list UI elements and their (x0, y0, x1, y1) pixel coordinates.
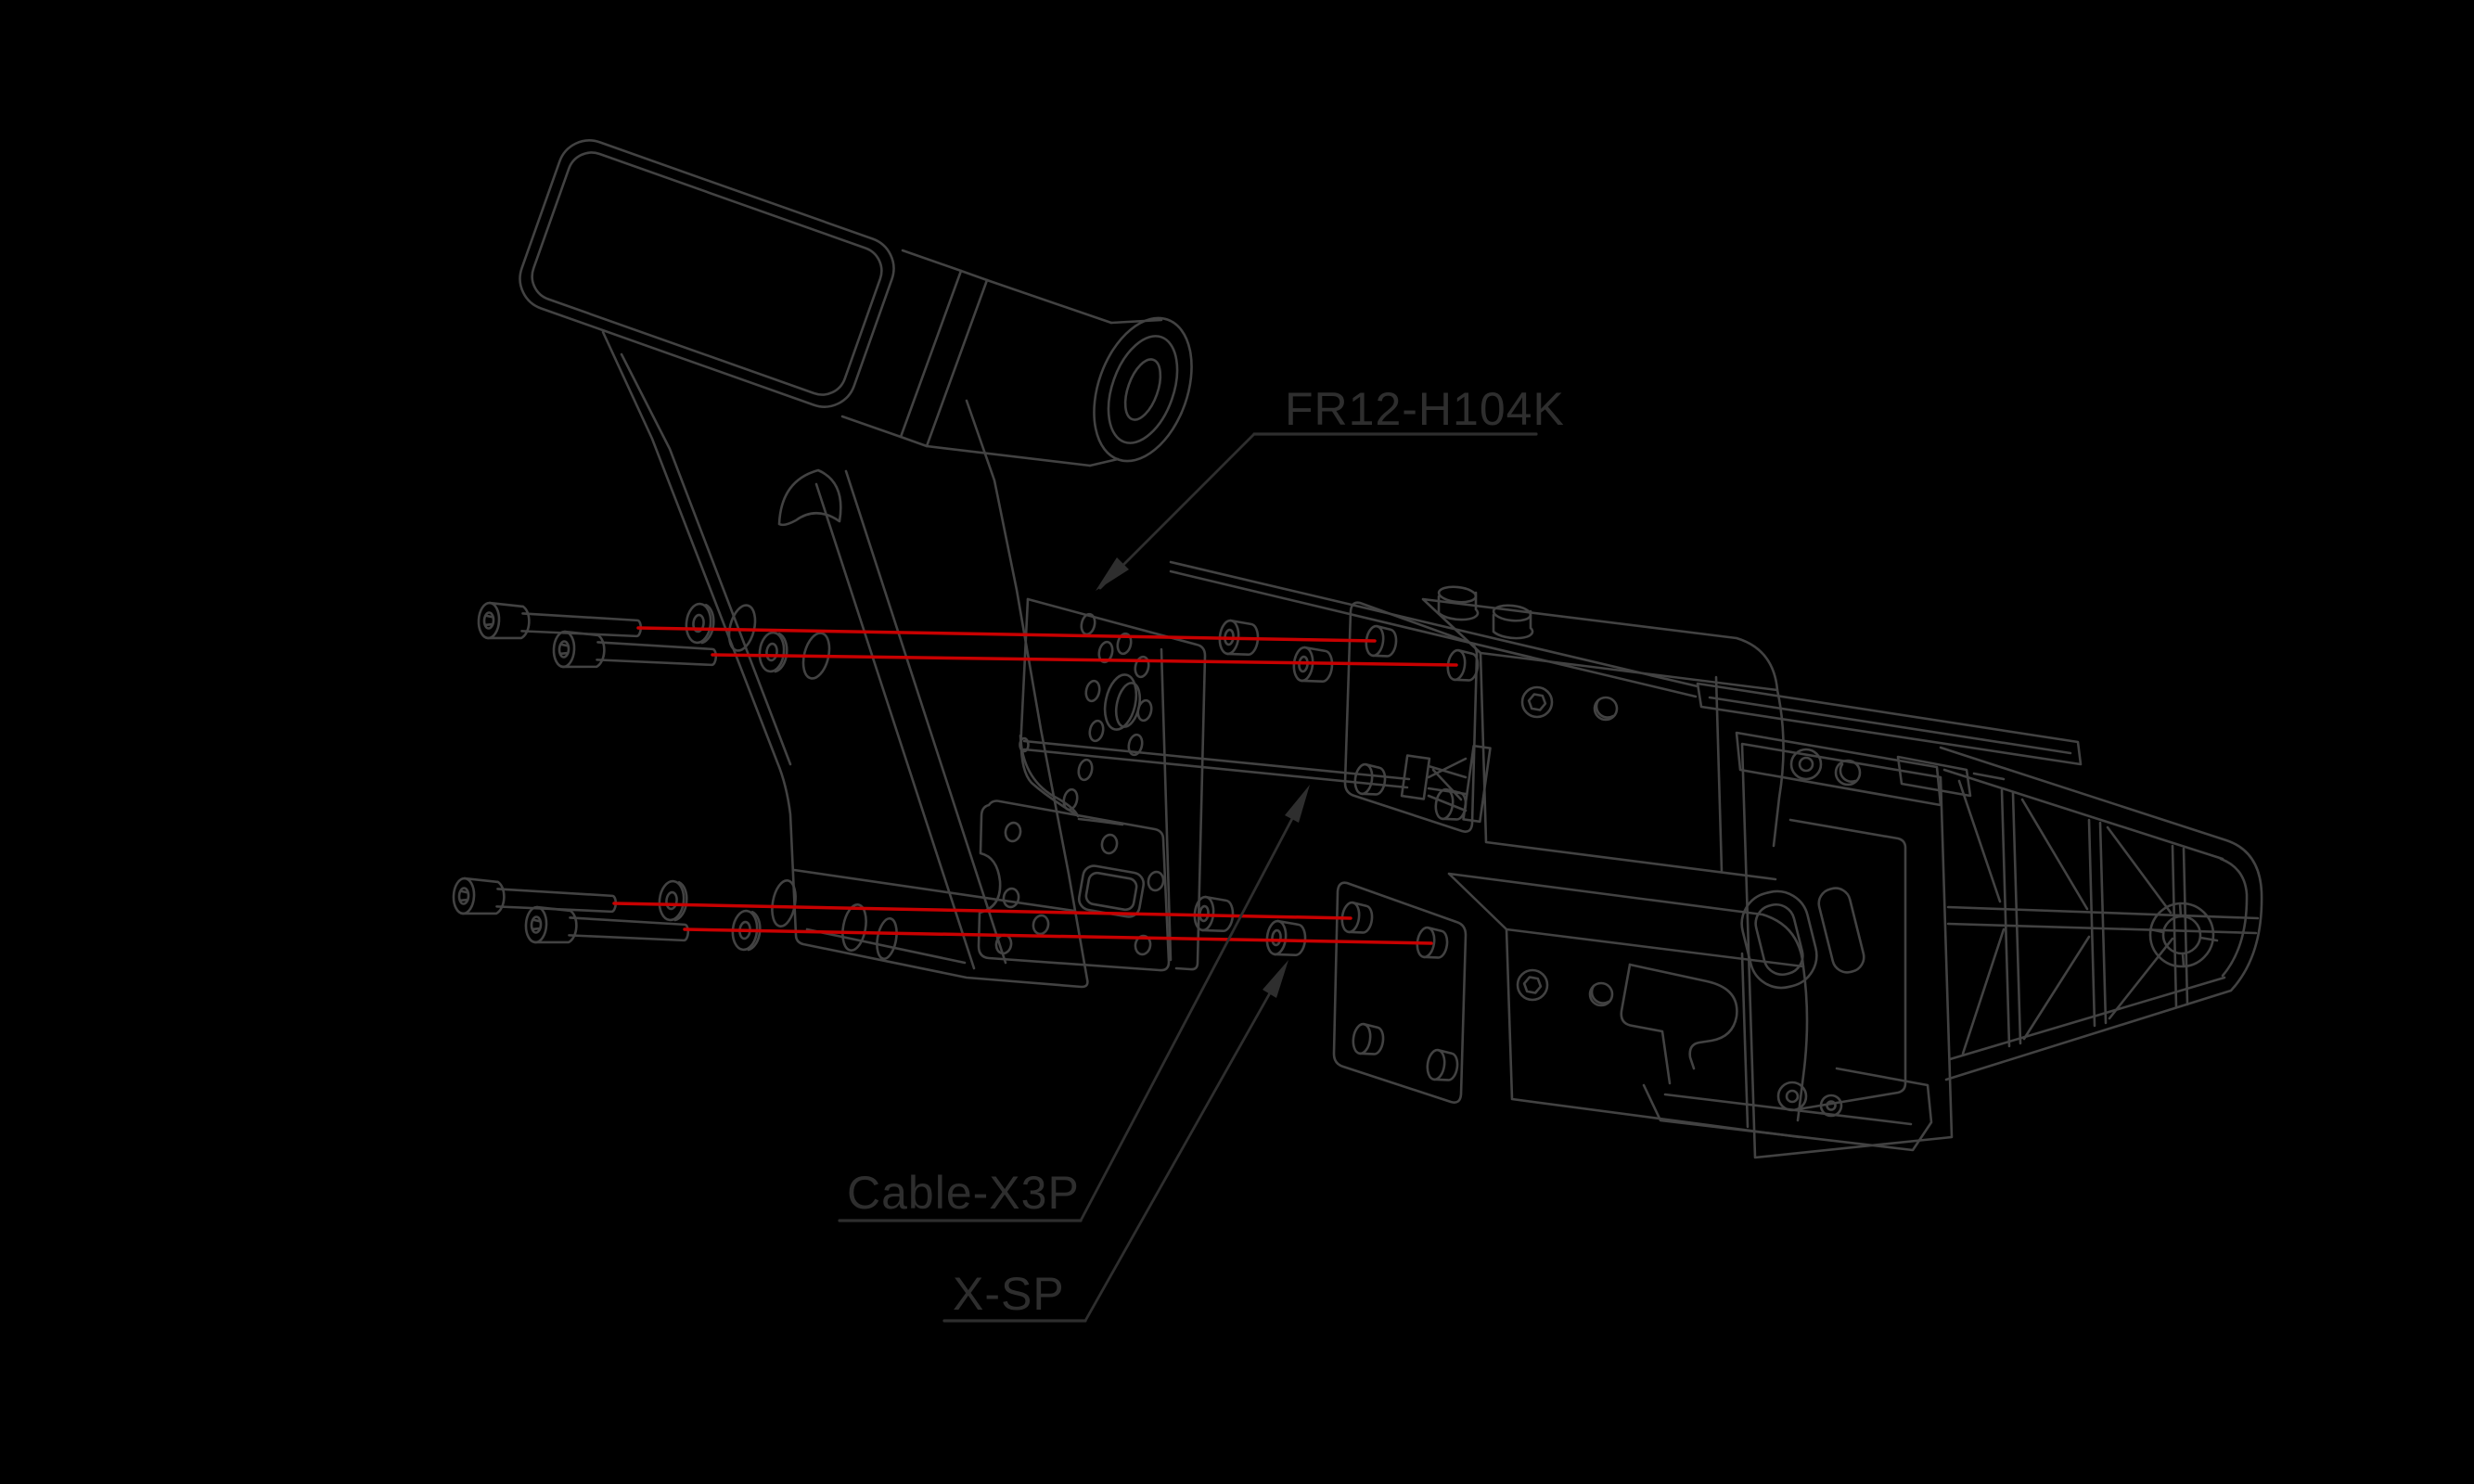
slot-ring (1740, 889, 1818, 990)
spacer (1290, 645, 1336, 686)
alignment-line (683, 928, 1433, 945)
hex-screw-hole (1520, 685, 1554, 719)
label-text: X-SP (953, 1268, 1065, 1320)
label-fr12-h104k: FR12-H104K (1096, 383, 1565, 591)
alignment-line (612, 902, 1352, 920)
slot-ring (1754, 902, 1804, 977)
hole (1588, 981, 1614, 1007)
label-text: Cable-X3P (847, 1167, 1080, 1219)
hole (771, 878, 797, 928)
hole (1593, 696, 1619, 722)
label-text: FR12-H104K (1285, 383, 1565, 435)
hole (1789, 748, 1823, 781)
leader-arrowhead (1263, 960, 1288, 998)
washer (655, 877, 691, 924)
hole (841, 902, 867, 953)
hole (801, 632, 831, 680)
camera-lens-barrel (925, 278, 1193, 467)
leader-arrowhead (1096, 557, 1129, 591)
slot (1084, 871, 1138, 912)
arm-truss (1939, 746, 2263, 1081)
servo-lower (1332, 872, 1809, 1139)
screw (453, 877, 617, 921)
screw (478, 602, 642, 646)
leader-line (1079, 792, 1307, 1222)
hole-pattern (994, 821, 1165, 956)
label-x-sp: X-SP (942, 960, 1288, 1323)
camera-unit (519, 139, 1193, 467)
screw (525, 906, 689, 950)
alignment-lines (612, 626, 1458, 945)
tube-boss (1350, 1021, 1387, 1058)
servo-upper (1343, 585, 1785, 881)
tube-boss (1424, 1047, 1461, 1084)
leader-line (1083, 966, 1286, 1323)
arm-assembly (1169, 560, 2263, 1159)
hole (1103, 673, 1138, 731)
screw (553, 631, 717, 674)
washer (682, 600, 718, 646)
hex-screw-hole (1516, 968, 1549, 1002)
hub (2161, 915, 2202, 955)
hole-pattern (1062, 612, 1153, 812)
servo-horn-pins (1437, 585, 1534, 640)
alignment-line (711, 653, 1458, 667)
frame-plate-fr12 (977, 597, 1207, 972)
leader-line (1098, 432, 1256, 590)
neck-bracket (601, 330, 1089, 989)
cable-x3p (1019, 736, 1492, 824)
washer (755, 629, 791, 675)
leader-arrowhead (1285, 785, 1310, 823)
tube-boss (1352, 761, 1389, 799)
label-cable-x3p: Cable-X3P (838, 785, 1310, 1222)
hole (876, 916, 898, 961)
annotations: FR12-H104K Cable-X3P X-SP (838, 383, 1565, 1323)
lower-hook-bracket (1620, 963, 1933, 1152)
alignment-line (636, 626, 1377, 643)
